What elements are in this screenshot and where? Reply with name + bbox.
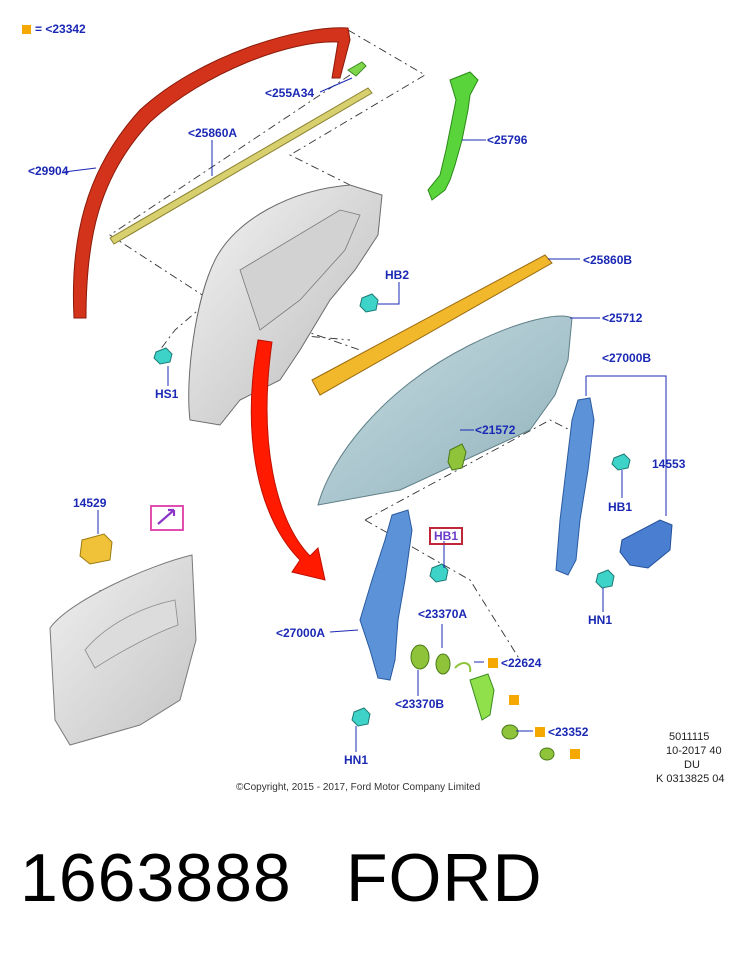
run-channel xyxy=(427,71,479,201)
label-14529: 14529 xyxy=(73,496,107,510)
red-flow-arrow xyxy=(250,339,326,581)
label-hn1-left: HN1 xyxy=(344,753,369,767)
label-hs1: HS1 xyxy=(155,387,179,401)
window-switch xyxy=(79,533,113,565)
bolt-hb2 xyxy=(359,293,379,313)
bushing-23370b xyxy=(410,644,430,670)
code-line-2: 10-2017 40 xyxy=(666,745,722,757)
trim-armrest xyxy=(84,599,179,669)
code-line-3: DU xyxy=(684,759,700,771)
label-27000a: <27000A xyxy=(276,626,326,640)
belt-molding-inner xyxy=(109,87,373,245)
bolt-hb1-left xyxy=(429,563,449,583)
label-25796: <25796 xyxy=(487,133,528,147)
legend-text: = <23342 xyxy=(35,22,86,36)
door-panel-opening xyxy=(239,209,361,331)
label-25860b: <25860B xyxy=(583,253,633,267)
label-hb1-left: HB1 xyxy=(429,527,463,545)
reference-box xyxy=(150,505,184,531)
brand-name: FORD xyxy=(346,840,543,916)
label-leaders xyxy=(63,77,667,752)
legend-square-icon xyxy=(22,25,31,35)
glass-bracket xyxy=(447,443,467,471)
nut-hn1-left xyxy=(351,707,371,727)
regulator-assembly-a xyxy=(359,509,413,681)
window-crank-handle xyxy=(469,673,495,721)
label-23370a: <23370A xyxy=(418,607,468,621)
bolt-hs1 xyxy=(153,347,173,365)
label-255a34: <255A34 xyxy=(265,86,315,100)
label-22624: <22624 xyxy=(501,656,542,670)
label-hb1-right: HB1 xyxy=(608,500,633,514)
label-25712: <25712 xyxy=(602,311,643,325)
window-motor xyxy=(619,519,673,569)
spring-clip xyxy=(454,662,472,673)
label-27000b: <27000B xyxy=(602,351,652,365)
clip-255a34 xyxy=(347,61,367,77)
reference-arrow-icon xyxy=(157,508,176,525)
part-number: 1663888 xyxy=(20,840,292,916)
legend: = <23342 xyxy=(22,22,86,36)
legend-square-marker xyxy=(570,749,580,759)
legend-square-marker xyxy=(535,727,545,737)
label-25860a: <25860A xyxy=(188,126,238,140)
cap xyxy=(539,747,555,761)
belt-weatherstrip-outer xyxy=(311,254,553,396)
legend-square-marker xyxy=(509,695,519,705)
label-29904: <29904 xyxy=(28,164,69,178)
knob-23352 xyxy=(501,724,519,740)
nut-hn1-right xyxy=(595,569,615,589)
copyright-text: ©Copyright, 2015 - 2017, Ford Motor Comp… xyxy=(236,782,481,793)
bushing-23370a xyxy=(435,653,451,675)
code-line-4: K 0313825 04 xyxy=(656,773,725,785)
label-hn1-right: HN1 xyxy=(588,613,613,627)
legend-square-marker xyxy=(488,658,498,668)
code-line-1: 5011115 xyxy=(669,731,710,743)
label-14553: 14553 xyxy=(652,457,686,471)
label-hb2: HB2 xyxy=(385,268,410,282)
regulator-assembly-b xyxy=(555,397,595,576)
label-23370b: <23370B xyxy=(395,697,445,711)
label-23352: <23352 xyxy=(548,725,589,739)
window-frame-seal xyxy=(72,27,351,319)
label-21572: <21572 xyxy=(475,423,516,437)
bolt-hb1-right xyxy=(611,453,631,471)
